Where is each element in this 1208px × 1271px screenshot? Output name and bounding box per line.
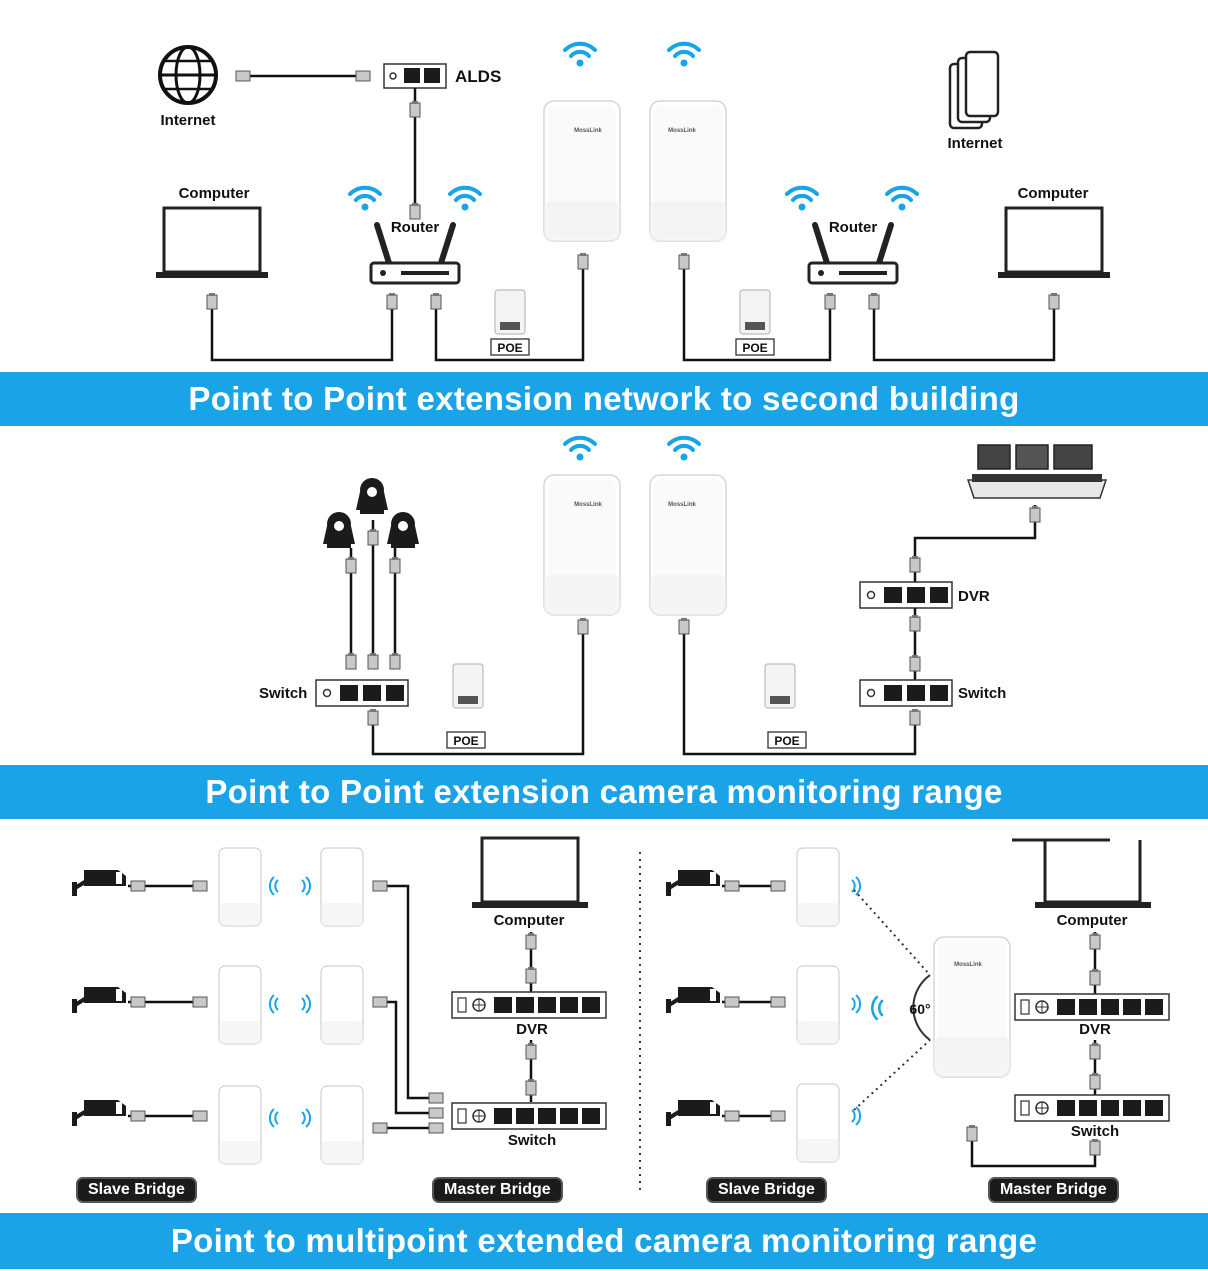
slave-bridge-label-left: Slave Bridge: [76, 1177, 197, 1203]
section-1-banner: Point to Point extension network to seco…: [0, 372, 1208, 426]
section-3-banner: Point to multipoint extended camera moni…: [0, 1213, 1208, 1269]
poe-adapter-left: [494, 289, 526, 335]
section-2: Switch POE MossLink MossLink POE: [259, 435, 1108, 756]
switch-right-icon: [859, 679, 953, 707]
poe-adapter-right: [739, 289, 771, 335]
internet-right-label: Internet: [947, 135, 1002, 152]
switch-label: Switch: [508, 1132, 556, 1149]
alds-label: ALDS: [455, 67, 501, 86]
brand-label: MossLink: [668, 128, 696, 134]
poe-right-label: POE: [742, 341, 767, 355]
bridge-1a: [543, 100, 621, 242]
laptop-icon: [472, 836, 588, 908]
slave-bridge: [218, 1085, 262, 1165]
computer-left-label: Computer: [179, 185, 250, 202]
computer-label: Computer: [494, 912, 565, 929]
brand-label: MossLink: [574, 502, 602, 508]
switch-right-label: Switch: [958, 685, 1006, 702]
ptz-camera-icon: [387, 512, 419, 548]
section-3-left: Computer DVR Switch: [70, 836, 607, 1165]
angle-label: 60°: [909, 1001, 930, 1017]
slave-bridge: [796, 1083, 840, 1163]
master-bridge: [320, 847, 364, 927]
slave-bridge-label-right: Slave Bridge: [706, 1177, 827, 1203]
slave-bridge: [796, 965, 840, 1045]
smartphone-icon: [948, 50, 1000, 130]
brand-label: MossLink: [574, 128, 602, 134]
dvr-icon: [451, 991, 607, 1019]
section-3-right: 60° MossLink Computer DVR Switch: [664, 838, 1170, 1168]
poe-right-label: POE: [774, 734, 799, 748]
alds-modem: [383, 63, 447, 89]
bullet-camera-icon: [70, 868, 128, 898]
dvr-label: DVR: [1079, 1021, 1111, 1038]
dvr-icon: [859, 581, 953, 609]
poe-adapter-left: [452, 663, 484, 709]
bullet-camera-icon: [70, 985, 128, 1015]
slave-bridge: [218, 847, 262, 927]
laptop-icon: [1012, 838, 1151, 908]
slave-bridge: [796, 847, 840, 927]
brand-label: MossLink: [668, 502, 696, 508]
section-1: Internet ALDS Computer Router POE: [154, 41, 1112, 362]
master-bridge-label-left: Master Bridge: [432, 1177, 563, 1203]
dvr-icon: [1014, 993, 1170, 1021]
laptop-left-icon: [154, 206, 270, 280]
bridge-1b: [649, 100, 727, 242]
master-bridge-label-right: Master Bridge: [988, 1177, 1119, 1203]
switch-label: Switch: [1071, 1123, 1119, 1140]
bridge-2a: [543, 474, 621, 616]
master-bridge: [320, 1085, 364, 1165]
poe-left-label: POE: [497, 341, 522, 355]
ptz-camera-icon: [356, 478, 388, 514]
bullet-camera-icon: [664, 1098, 722, 1128]
switch-icon: [1014, 1094, 1170, 1122]
slave-bridge: [218, 965, 262, 1045]
monitor-station-icon: [966, 444, 1108, 499]
switch-icon: [451, 1102, 607, 1130]
globe-icon: [158, 45, 218, 105]
poe-left-label: POE: [453, 734, 478, 748]
switch-left-icon: [315, 679, 409, 707]
computer-label: Computer: [1057, 912, 1128, 929]
ptz-camera-icon: [323, 512, 355, 548]
internet-left-label: Internet: [160, 112, 215, 129]
router-right-label: Router: [829, 219, 877, 236]
computer-right-label: Computer: [1018, 185, 1089, 202]
section-2-banner: Point to Point extension camera monitori…: [0, 765, 1208, 819]
laptop-right-icon: [996, 206, 1112, 280]
router-left-label: Router: [391, 219, 439, 236]
bullet-camera-icon: [70, 1098, 128, 1128]
bridge-2b: [649, 474, 727, 616]
master-bridge-large: [933, 936, 1011, 1078]
dvr-label: DVR: [958, 588, 990, 605]
master-bridge: [320, 965, 364, 1045]
dvr-label: DVR: [516, 1021, 548, 1038]
bullet-camera-icon: [664, 985, 722, 1015]
switch-left-label: Switch: [259, 685, 307, 702]
bullet-camera-icon: [664, 868, 722, 898]
brand-label: MossLink: [954, 962, 982, 968]
poe-adapter-right: [764, 663, 796, 709]
